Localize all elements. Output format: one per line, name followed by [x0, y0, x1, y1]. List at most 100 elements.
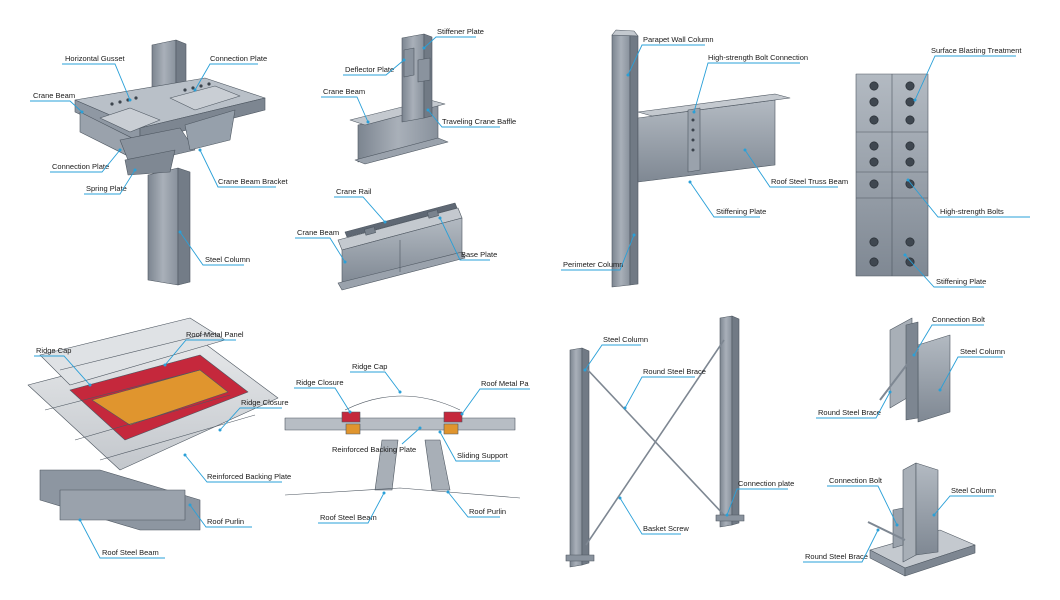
brace-node-base-diagram [867, 462, 976, 577]
roof-purlin-label: Roof Purlin [469, 507, 506, 516]
roof-steel-beam-label: Roof Steel Beam [320, 513, 377, 522]
connection-plate-top-label: Connection Plate [210, 54, 267, 63]
ridge-closure-label: Ridge Closure [241, 398, 289, 407]
label-ridge-closure-1: Ridge Closure [218, 398, 289, 432]
steel-column-label: Steel Column [951, 486, 996, 495]
spring-plate-label: Spring Plate [86, 184, 127, 193]
label-stiffening-plate-1: Stiffening Plate [688, 180, 766, 218]
label-perimeter-column: Perimeter Column [561, 233, 636, 271]
bolt-head [869, 97, 879, 107]
label-crane-beam-1: Crane Beam [30, 91, 84, 114]
crane-beam-label: Crane Beam [33, 91, 75, 100]
crane-node-diagram [74, 39, 266, 286]
crane-beam-label: Crane Beam [297, 228, 339, 237]
stiffener-plate-label: Stiffener Plate [437, 27, 484, 36]
label-ridge-cap-2: Ridge Cap [350, 362, 402, 394]
bolt-head [905, 97, 915, 107]
high-strength-bolts-label: High-strength Bolts [940, 207, 1004, 216]
label-horizontal-gusset: Horizontal Gusset [62, 54, 132, 102]
brace-node-top-diagram [879, 317, 951, 423]
label-roof-steel-beam-2: Roof Steel Beam [318, 491, 386, 524]
label-roof-metal-panel: Roof Metal Panel [163, 330, 244, 367]
crane-beam-bracket-label: Crane Beam Bracket [218, 177, 289, 186]
label-stiffening-plate-2: Stiffening Plate [903, 253, 986, 288]
roof-metal-pa-label: Roof Metal Pa [481, 379, 529, 388]
bolt-head [869, 237, 879, 247]
label-ridge-closure-2: Ridge Closure [294, 378, 352, 414]
round-steel-brace-label: Round Steel Brace [805, 552, 868, 561]
label-roof-steel-beam-1: Roof Steel Beam [78, 518, 165, 559]
bolt-head [905, 141, 915, 151]
x-bracing-diagram [565, 315, 745, 568]
surface-blasting-treatment-label: Surface Blasting Treatment [931, 46, 1022, 55]
label-deflector-plate: Deflector Plate [343, 58, 406, 76]
ridge-closure-label: Ridge Closure [296, 378, 344, 387]
high-strength-bolt-connection-label: High-strength Bolt Connection [708, 53, 808, 62]
connection-plate-left-label: Connection Plate [52, 162, 109, 171]
label-layer: Horizontal Gusset Connection Plate Crane… [30, 27, 1030, 563]
label-parapet-wall-column: Parapet Wall Column [626, 35, 714, 77]
stiffening-plate-label: Stiffening Plate [936, 277, 986, 286]
bolt-head [905, 237, 915, 247]
label-round-steel-brace-1: Round Steel Brace [623, 367, 706, 410]
label-connection-plate-top: Connection Plate [193, 54, 267, 92]
label-base-plate: Base Plate [438, 216, 497, 261]
reinforced-backing-plate-label: Reinforced Backing Plate [207, 472, 291, 481]
roof-ridge-section-diagram [284, 395, 521, 499]
label-sliding-support: Sliding Support [438, 430, 509, 462]
bolt-head [869, 257, 879, 267]
label-connection-bolt-1: Connection Bolt [912, 315, 986, 357]
parapet-joint-diagram [611, 29, 791, 288]
base-plate-label: Base Plate [461, 250, 497, 259]
label-roof-steel-truss-beam: Roof Steel Truss Beam [743, 148, 848, 188]
label-crane-beam-3: Crane Beam [295, 228, 347, 264]
label-crane-beam-2: Crane Beam [321, 87, 370, 124]
steel-column-label: Steel Column [205, 255, 250, 264]
deflector-plate-label: Deflector Plate [345, 65, 394, 74]
label-connection-plate-left: Connection Plate [50, 148, 122, 173]
label-crane-beam-bracket: Crane Beam Bracket [198, 148, 289, 188]
label-basket-screw: Basket Screw [618, 496, 689, 535]
label-roof-purlin-1: Roof Purlin [188, 503, 252, 528]
label-high-strength-bolt-connection: High-strength Bolt Connection [692, 53, 808, 114]
label-roof-metal-pa: Roof Metal Pa [460, 379, 530, 416]
label-connection-bolt-2: Connection Bolt [827, 476, 899, 527]
label-steel-column-4: Steel Column [932, 486, 996, 517]
parapet-wall-column-label: Parapet Wall Column [643, 35, 714, 44]
bolt-head [905, 179, 915, 189]
bolt-group [869, 81, 915, 267]
crane-rail-diagram [337, 202, 466, 291]
label-roof-purlin-2: Roof Purlin [446, 490, 506, 518]
perimeter-column-label: Perimeter Column [563, 260, 623, 269]
crane-rail-label: Crane Rail [336, 187, 372, 196]
label-traveling-crane-baffle: Traveling Crane Baffle [426, 108, 516, 128]
label-steel-column-3: Steel Column [938, 347, 1005, 392]
label-steel-column-1: Steel Column [178, 230, 250, 266]
label-round-steel-brace-2: Round Steel Brace [816, 390, 892, 419]
bolt-head [869, 81, 879, 91]
label-connection-plate-x: Connection plate [725, 479, 794, 517]
label-reinforced-backing-plate-1: Reinforced Backing Plate [183, 453, 291, 483]
connection-plate-label: Connection plate [738, 479, 794, 488]
bolt-head [905, 257, 915, 267]
basket-screw-label: Basket Screw [643, 524, 689, 533]
roof-metal-panel-label: Roof Metal Panel [186, 330, 244, 339]
roof-ridge-3d-diagram [27, 317, 279, 531]
label-surface-blasting-treatment: Surface Blasting Treatment [913, 46, 1022, 102]
bolt-head [905, 115, 915, 125]
label-round-steel-brace-3: Round Steel Brace [803, 528, 880, 563]
reinforced-backing-plate-label: Reinforced Backing Plate [332, 445, 416, 454]
ridge-cap-label: Ridge Cap [36, 346, 71, 355]
bolt-head [905, 81, 915, 91]
label-spring-plate: Spring Plate [84, 168, 137, 195]
traveling-crane-baffle-label: Traveling Crane Baffle [442, 117, 516, 126]
roof-steel-beam-label: Roof Steel Beam [102, 548, 159, 557]
steel-column-label: Steel Column [960, 347, 1005, 356]
bolt-head [869, 141, 879, 151]
sliding-support-label: Sliding Support [457, 451, 509, 460]
label-reinforced-backing-plate-2: Reinforced Backing Plate [332, 426, 422, 454]
label-ridge-cap-1: Ridge Cap [34, 346, 92, 387]
connection-bolt-label: Connection Bolt [829, 476, 883, 485]
roof-purlin-label: Roof Purlin [207, 517, 244, 526]
